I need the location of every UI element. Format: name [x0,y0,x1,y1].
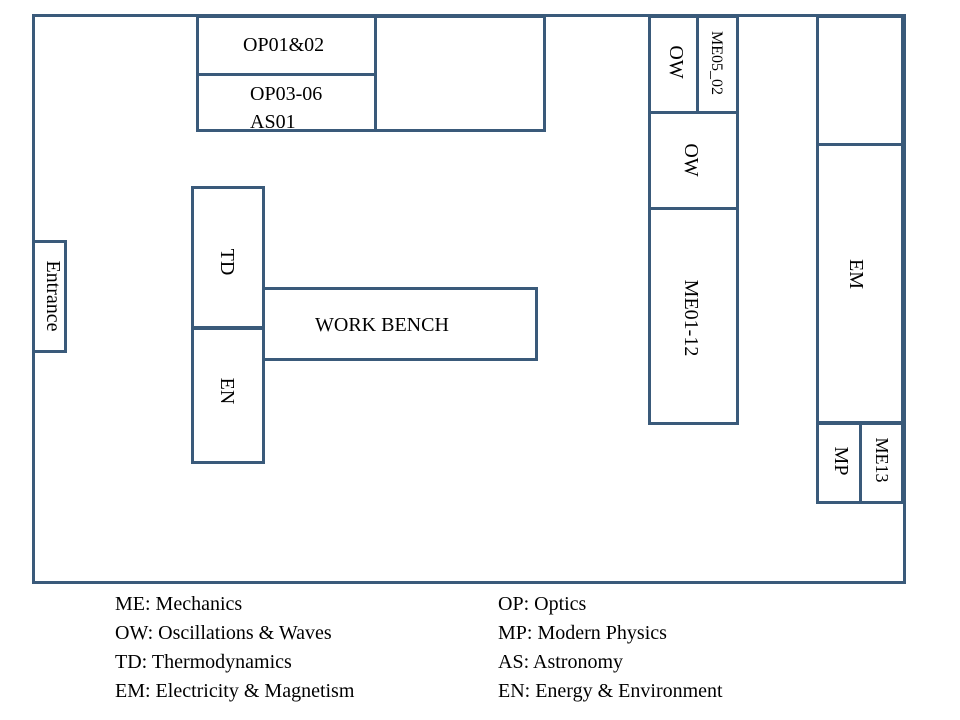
me05-02-label: ME05_02 [708,31,725,95]
legend-as: AS: Astronomy [498,651,624,673]
work-bench [262,287,538,361]
ow-mid-label: OW [680,143,702,177]
entrance-label: Entrance [42,260,64,332]
em-label: EM [845,259,867,289]
legend-td: TD: Thermodynamics [115,651,292,673]
td-label: TD [216,248,238,276]
op01-02-label: OP01&02 [243,34,325,56]
legend-op: OP: Optics [498,593,587,615]
mp-label: MP [830,446,852,476]
me13-label: ME13 [872,437,892,483]
legend-mp: MP: Modern Physics [498,622,667,644]
legend-en: EN: Energy & Environment [498,680,723,702]
me01-12-label: ME01-12 [680,279,702,357]
as01-label: AS01 [250,111,296,133]
en-label: EN [216,377,238,405]
me01-12-station [648,207,739,425]
entrance-door [32,240,67,353]
legend-em: EM: Electricity & Magnetism [115,680,355,702]
legend-me: ME: Mechanics [115,593,243,615]
en-station [191,326,265,464]
me13-station [859,422,904,504]
ow-top-label: OW [665,45,687,79]
top-right-empty-station [374,15,546,132]
op03-06-label: OP03-06 [250,83,323,105]
legend-ow: OW: Oscillations & Waves [115,622,332,644]
work-bench-label: WORK BENCH [315,314,449,336]
em-top-station [816,15,904,146]
